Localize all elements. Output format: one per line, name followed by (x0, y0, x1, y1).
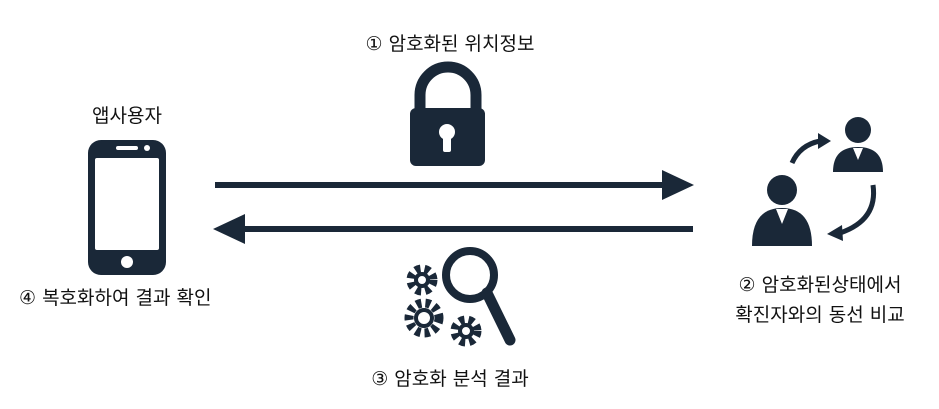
app-user-label: 앱사용자 (92, 105, 162, 127)
arrow-right (215, 170, 694, 200)
people-exchange-icon (752, 117, 883, 246)
smartphone-icon (88, 140, 166, 275)
step2-label-line1: ② 암호화된상태에서 (738, 274, 902, 296)
step4-label: ④ 복호화하여 결과 확인 (19, 287, 212, 309)
step3-label: ③ 암호화 분석 결과 (371, 368, 529, 390)
gears-magnifier-icon (404, 247, 516, 347)
step1-label: ① 암호화된 위치정보 (365, 33, 535, 55)
step2-label-line2: 확진자와의 동선 비교 (735, 304, 905, 326)
arrow-left (213, 214, 693, 244)
padlock-icon (410, 61, 485, 166)
